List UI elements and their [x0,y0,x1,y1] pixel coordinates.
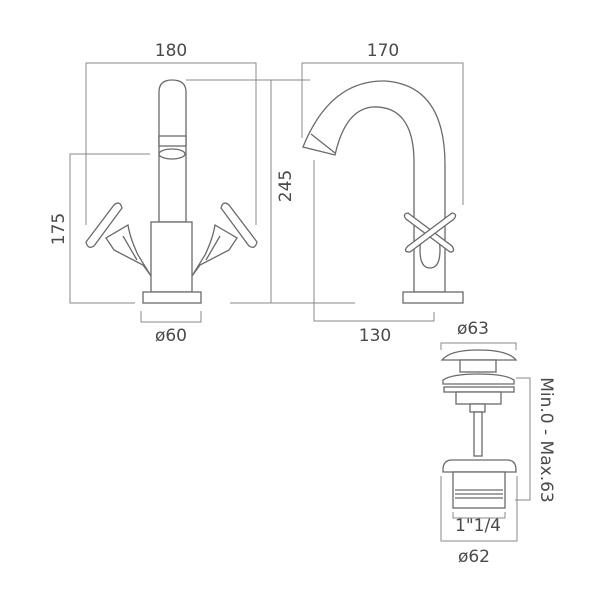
cap-diameter-label: ø63 [457,319,489,339]
front-view: 180 175 ø60 [49,41,258,346]
depth-label: 170 [367,41,399,61]
waste-body [440,349,518,509]
thread-label: 1"1/4 [455,516,501,536]
handle-height-label: 175 [49,213,69,245]
width-label: 180 [155,41,187,61]
height-dimension-245: 245 [186,79,355,304]
waste-view: ø63 Min.0 - Max.63 1"1/4 ø62 [440,319,556,567]
side-view: 245 170 130 [186,41,464,346]
projection-label: 130 [359,326,391,346]
thread-dimension: 1"1/4 [452,512,506,536]
base-diameter-label: ø60 [155,326,187,346]
depth-dimension-170: 170 [301,41,464,205]
base-dimension-o60: ø60 [140,311,202,346]
side-tap-body [302,80,464,304]
body-diameter-label: ø62 [458,547,490,567]
threaded-rod [473,411,483,457]
projection-dimension-130: 130 [313,160,435,346]
body-dimension-o62: ø62 [440,476,518,567]
width-dimension-180: 180 [85,41,257,225]
front-tap-body [85,79,258,304]
cap-dimension-o63: ø63 [440,319,517,350]
range-dimension: Min.0 - Max.63 [515,377,556,503]
height-dimension-175: 175 [49,153,150,304]
range-label: Min.0 - Max.63 [536,377,556,503]
total-height-label: 245 [276,170,296,202]
